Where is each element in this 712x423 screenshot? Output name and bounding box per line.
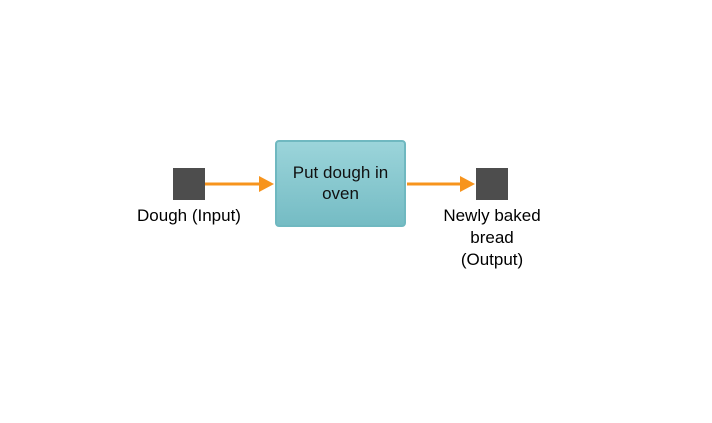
input-label: Dough (Input) xyxy=(137,206,241,225)
process-node[interactable]: Put dough in oven xyxy=(275,140,406,227)
arrow-process-to-output xyxy=(407,176,475,192)
output-port[interactable] xyxy=(476,168,508,200)
output-label: Newly baked bread (Output) xyxy=(443,206,541,269)
input-port[interactable] xyxy=(173,168,205,200)
process-label: Put dough in oven xyxy=(292,163,389,203)
arrow-input-to-process xyxy=(205,176,274,192)
